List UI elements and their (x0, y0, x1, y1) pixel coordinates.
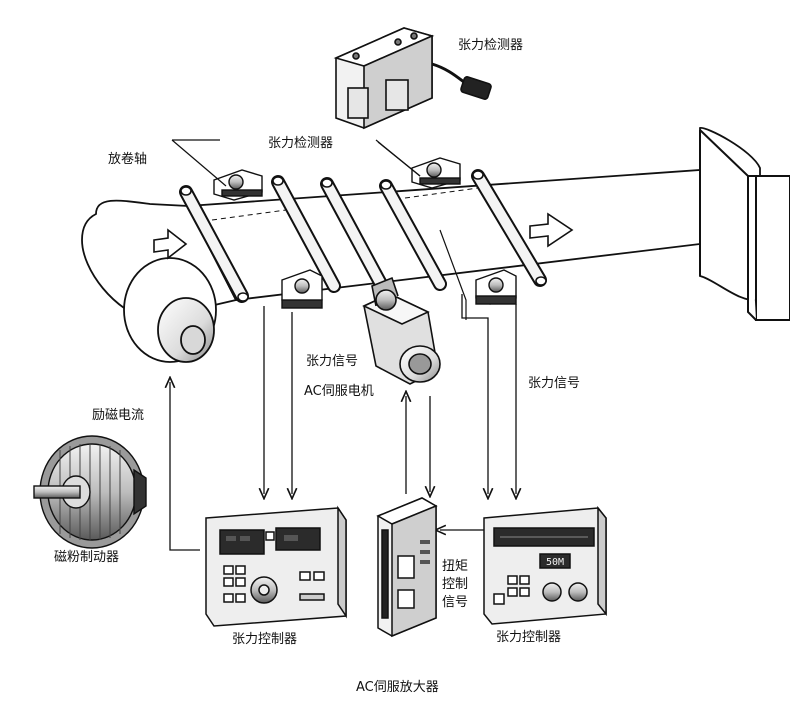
tension-detector-lower-left (281, 269, 323, 309)
label-torque-signal: 扭矩 控制 信号 (442, 558, 470, 612)
label-controller-left: 张力控制器 (232, 632, 298, 647)
roller-1 (179, 185, 249, 303)
web-material (81, 127, 761, 321)
label-controller-right: 张力控制器 (496, 630, 562, 645)
torque-char-2: 控制 (442, 576, 470, 594)
label-magnetic-brake: 磁粉制动器 (54, 550, 120, 565)
flow-arrow (153, 212, 574, 260)
right-detector-callout (375, 139, 467, 320)
supply-roll (123, 257, 217, 363)
torque-line-3b: 号 (455, 595, 469, 610)
ac-servo-motor (362, 276, 441, 385)
rewind-unit (699, 129, 790, 321)
ac-servo-amplifier (376, 497, 438, 638)
signal-arrows (170, 294, 516, 551)
tension-controller-right: 50M (483, 505, 607, 625)
tension-detector-upper-right (411, 157, 461, 189)
torque-line-1: 扭 (442, 559, 456, 574)
label-excitation-current: 励磁电流 (92, 408, 145, 423)
web-dash-lines (211, 187, 479, 221)
torque-line-2: 控 (442, 577, 456, 592)
label-tension-signal-right: 张力信号 (528, 376, 581, 391)
roller-4 (379, 179, 447, 291)
controller-readout: 50M (546, 557, 564, 568)
label-tension-detector-top: 张力检测器 (458, 38, 524, 53)
torque-line-3: 信 (442, 595, 456, 610)
torque-line-1b: 矩 (455, 559, 469, 574)
roller-2 (271, 175, 341, 293)
label-servo-amplifier: AC伺服放大器 (356, 680, 439, 695)
magnetic-powder-brake (33, 435, 147, 549)
torque-char-3: 信号 (442, 594, 470, 612)
label-tension-signal-left: 张力信号 (306, 354, 359, 369)
label-ac-servo-motor: AC伺服电机 (304, 384, 374, 399)
tension-controller-left (205, 505, 347, 627)
tension-detector-lower-right (475, 269, 517, 305)
label-unwind-shaft: 放卷轴 (108, 152, 148, 167)
roller-3 (320, 177, 389, 293)
torque-line-2b: 制 (455, 577, 469, 592)
tension-detector-upper-left (213, 169, 263, 201)
label-tension-detector-mid: 张力检测器 (268, 136, 334, 151)
tension-detector-unit-top (333, 27, 492, 130)
torque-char-1: 扭矩 (442, 558, 470, 576)
roller-5 (471, 169, 547, 287)
